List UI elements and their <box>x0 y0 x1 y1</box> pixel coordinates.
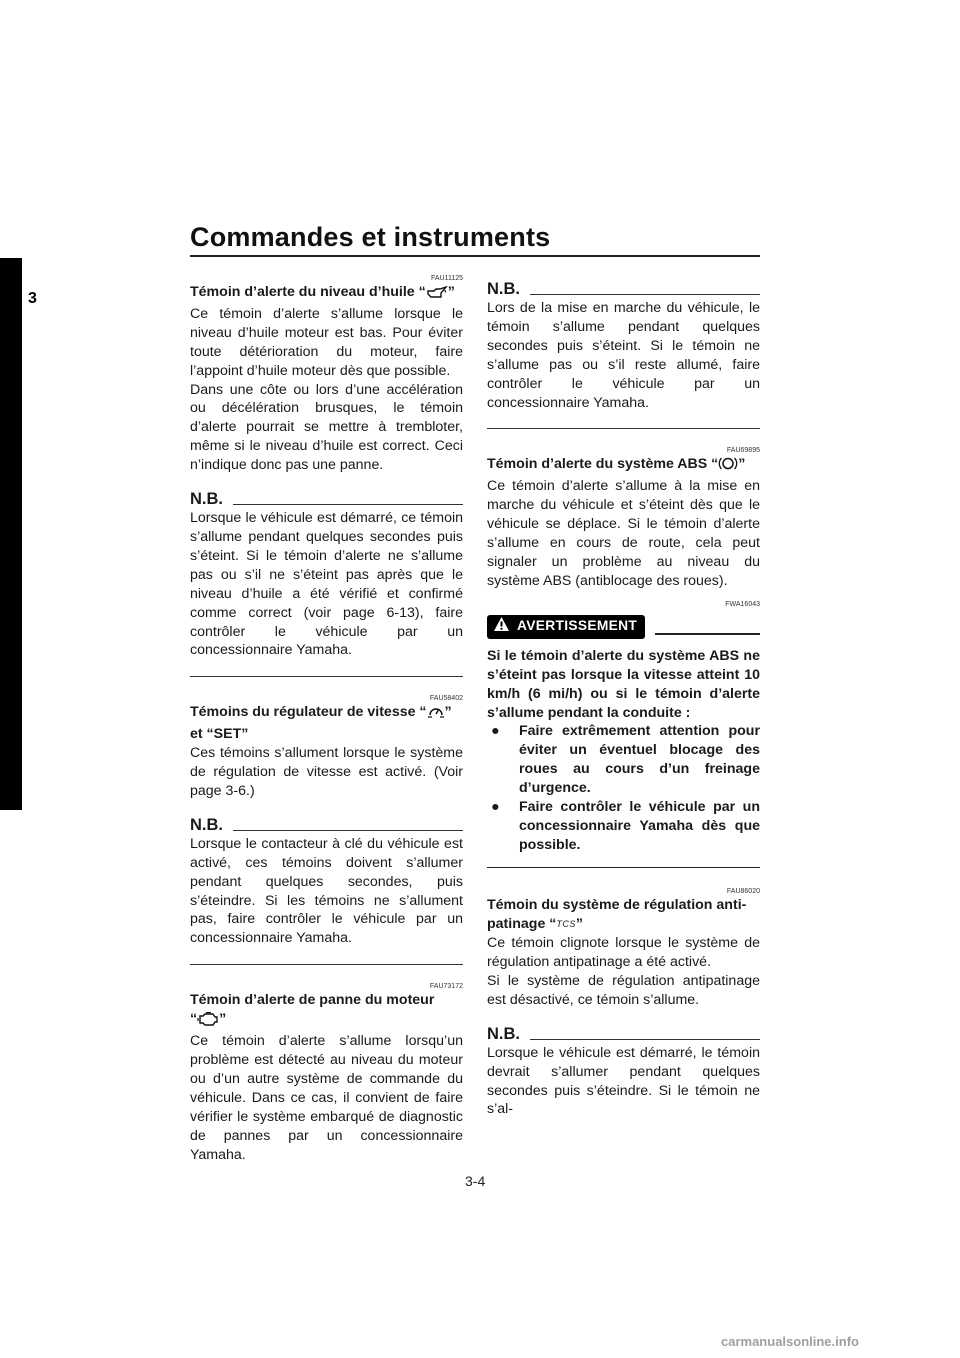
nb-header: N.B. <box>487 279 760 299</box>
cruise-paragraph: Ces témoins s’allument lorsque le systèm… <box>190 745 463 799</box>
oil-paragraph-2: Dans une côte ou lors d’une accélération… <box>190 381 463 474</box>
engine-icon <box>197 1012 219 1032</box>
chapter-tab <box>0 258 22 810</box>
cruise-control-icon <box>427 704 445 725</box>
section-code: FAU69895 <box>726 447 760 455</box>
warning-text: Si le témoin d’alerte du système ABS ne … <box>487 647 760 721</box>
oil-can-icon <box>426 285 448 305</box>
section-code: FAU11125 <box>430 275 463 282</box>
abs-icon <box>718 456 738 477</box>
bullet-dot: ● <box>491 799 500 816</box>
title-rule <box>190 255 760 257</box>
nb-rule <box>530 294 760 295</box>
nb-rule <box>233 504 463 506</box>
nb-label: N.B. <box>190 815 223 834</box>
section-code: FWA16043 <box>725 600 760 608</box>
abs-paragraph: Ce témoin d’alerte s’allume à la mise en… <box>487 478 760 589</box>
nb-label: N.B. <box>487 1024 520 1043</box>
oil-warning-heading: Témoin d’alerte du niveau d’huile “” <box>190 283 463 305</box>
section-code: FAU58402 <box>429 695 463 703</box>
nb-header: N.B. <box>487 1024 760 1044</box>
nb-end-rule <box>190 964 463 966</box>
tcs-paragraph-2: Si le système de régulation antipatinage… <box>487 972 760 1008</box>
warning-end-rule <box>487 866 760 869</box>
warning-rule <box>655 633 760 635</box>
nb-text: Lorsque le contacteur à clé du véhicule … <box>190 835 463 947</box>
cruise-heading: Témoins du régulateur de vitesse “”et “S… <box>190 704 452 743</box>
nb-rule <box>233 829 463 831</box>
warning-bullet: ● Faire contrôler le véhicule par un con… <box>487 798 760 855</box>
section-code: FAU73172 <box>429 983 463 991</box>
bullet-text: Faire contrôler le véhicule par un conce… <box>519 799 760 853</box>
nb-text: Lors de la mise en marche du véhicule, l… <box>487 300 760 411</box>
warning-label: AVERTISSEMENT <box>517 618 638 634</box>
page-number: 3-4 <box>465 1173 486 1189</box>
nb-rule <box>530 1038 760 1040</box>
abs-heading: Témoin d’alerte du système ABS “” <box>487 455 760 477</box>
bullet-dot: ● <box>491 723 500 740</box>
engine-heading: Témoin d’alerte de panne du moteur“” <box>190 991 463 1032</box>
tcs-heading: Témoin du système de régulation anti-pat… <box>487 897 747 933</box>
nb-text: Lorsque le véhicule est démarré, ce témo… <box>190 510 463 659</box>
warning-bullet: ● Faire extrêmement attention pour évite… <box>487 722 760 798</box>
section-code: FAU86020 <box>726 888 760 896</box>
chapter-number: 3 <box>28 290 37 307</box>
warning-header: AVERTISSEMENT <box>487 614 760 639</box>
nb-end-rule <box>190 676 463 678</box>
nb-header: N.B. <box>190 815 463 835</box>
right-column: N.B. Lors de la mise en marche du véhicu… <box>487 279 760 1119</box>
bullet-text: Faire extrêmement attention pour éviter … <box>519 723 760 797</box>
engine-paragraph: Ce témoin d’alerte s’allume lorsqu’un pr… <box>190 1033 463 1163</box>
nb-label: N.B. <box>190 490 223 509</box>
left-column: FAU11125 Témoin d’alerte du niveau d’hui… <box>190 275 463 1164</box>
watermark: carmanualsonline.info <box>721 1334 859 1349</box>
tcs-paragraph-1: Ce témoin clignote lorsque le système de… <box>487 935 760 970</box>
warning-badge: AVERTISSEMENT <box>487 614 646 639</box>
warning-triangle-icon <box>493 616 510 638</box>
nb-header: N.B. <box>190 489 463 509</box>
tcs-icon: TCS <box>556 919 576 930</box>
page-title: Commandes et instruments <box>190 222 551 252</box>
oil-paragraph-1: Ce témoin d’alerte s’allume lorsque le n… <box>190 305 463 379</box>
nb-text: Lorsque le véhicule est démarré, le témo… <box>487 1044 760 1118</box>
nb-label: N.B. <box>487 280 520 298</box>
nb-end-rule <box>487 428 760 430</box>
